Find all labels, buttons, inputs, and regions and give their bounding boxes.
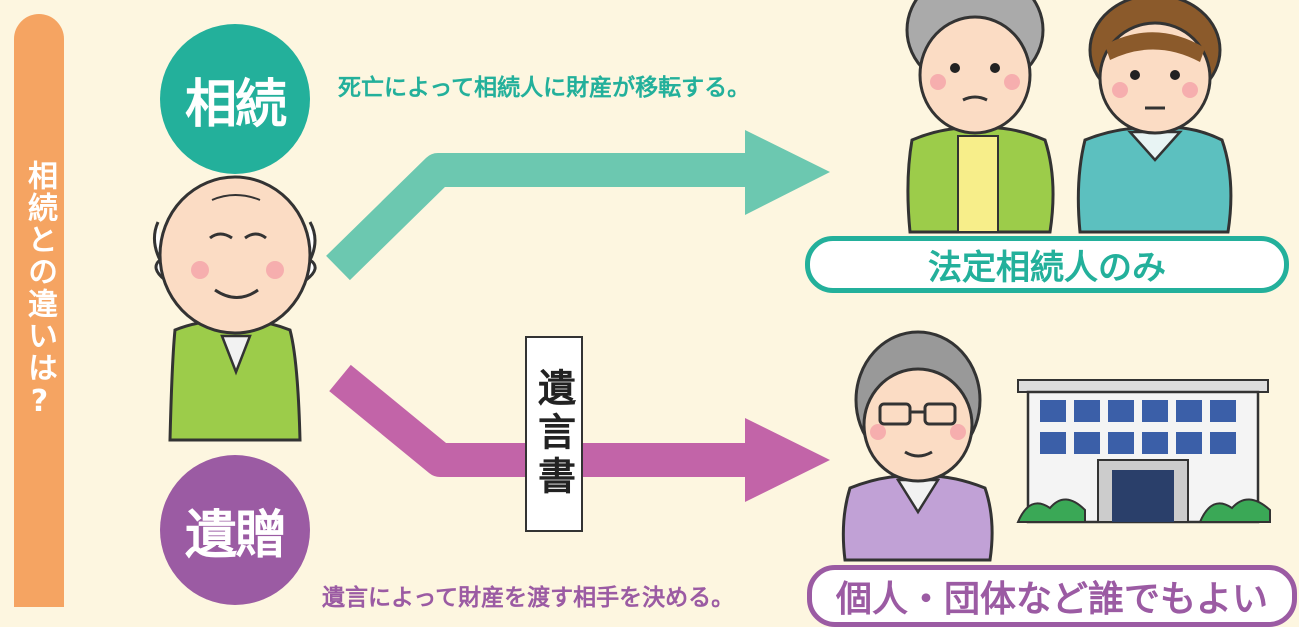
elderly-man-icon (153, 175, 317, 442)
legal-heirs-label: 法定相続人のみ (805, 236, 1289, 293)
side-label: 相続との違いは? (22, 160, 57, 421)
man-with-glasses-icon (841, 330, 994, 562)
bequest-arrow (329, 364, 830, 502)
grandmother-icon (905, 0, 1055, 234)
anyone-label: 個人・団体など誰でもよい (807, 565, 1297, 627)
inheritance-description: 死亡によって相続人に財産が移転する。 (338, 75, 751, 101)
illustration-layer (153, 0, 1271, 562)
will-document-label: 遺言書 (531, 368, 577, 500)
will-document: 遺言書 (525, 336, 583, 532)
side-tab (14, 14, 64, 607)
bequest-badge: 遺贈 (160, 455, 310, 605)
inheritance-badge: 相続 (160, 24, 310, 174)
inheritance-arrow (326, 130, 830, 281)
young-man-icon (1076, 0, 1233, 234)
building-icon (1016, 379, 1271, 524)
